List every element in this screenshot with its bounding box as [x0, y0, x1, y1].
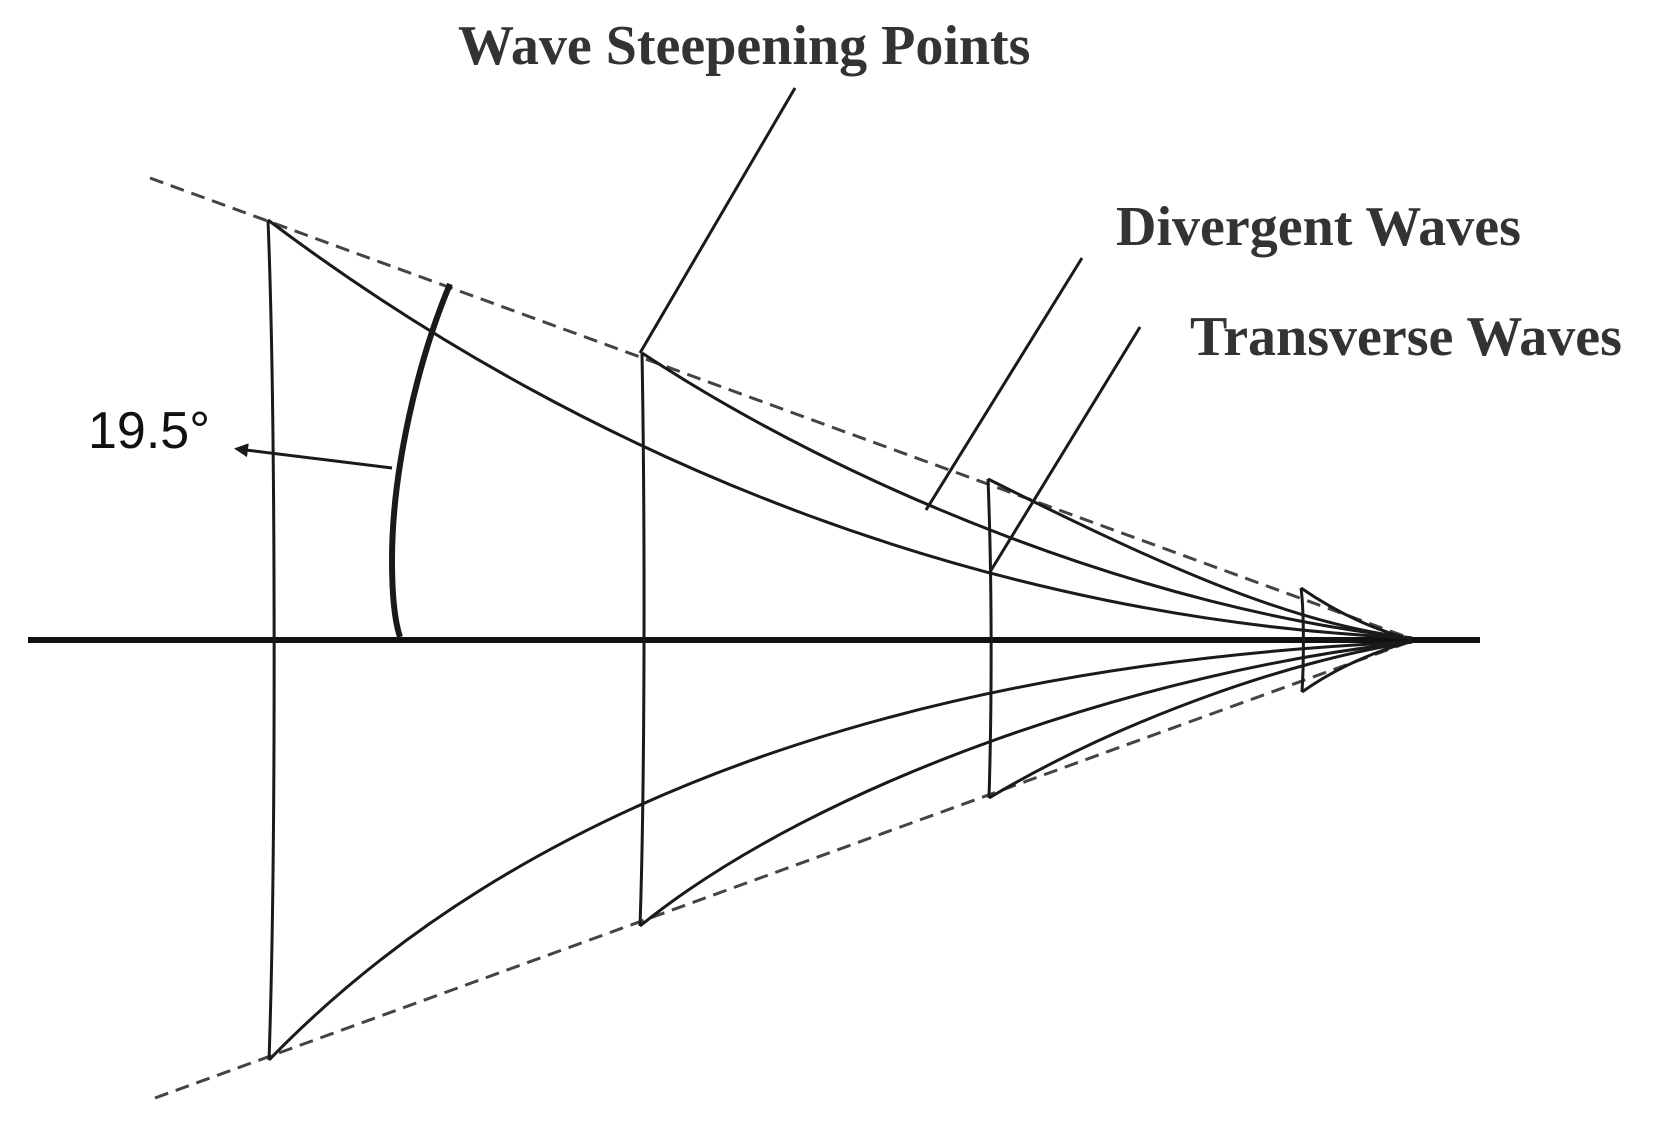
transverse-wave-3 — [986, 478, 993, 799]
divergent-wave-lower-4 — [1301, 639, 1413, 694]
divergent-wave-lower-3 — [988, 640, 1413, 800]
pointer-divergent-waves — [924, 257, 1084, 511]
label-wave-steepening-points: Wave Steepening Points — [458, 15, 1030, 77]
divergent-wave-upper-4 — [1300, 586, 1413, 641]
divergent-wave-lower-2 — [639, 640, 1413, 928]
label-transverse-waves: Transverse Waves — [1190, 306, 1622, 368]
divergent-wave-upper-2 — [641, 351, 1413, 640]
lower-wedge-boundary — [154, 639, 1413, 1100]
angle-indicator-arc — [388, 282, 453, 638]
divergent-wave-upper-1 — [267, 218, 1413, 640]
transverse-wave-4 — [1299, 587, 1305, 693]
label-divergent-waves: Divergent Waves — [1116, 196, 1521, 258]
divergent-wave-upper-3 — [987, 477, 1413, 640]
transverse-wave-1 — [266, 219, 276, 1061]
divergent-wave-lower-1 — [267, 640, 1413, 1062]
angle-arrow — [234, 443, 393, 470]
transverse-wave-2 — [638, 352, 646, 927]
label-angle: 19.5° — [88, 402, 210, 460]
pointer-wave-steepening — [638, 87, 797, 354]
upper-wedge-boundary — [149, 176, 1413, 641]
pointer-transverse-waves — [988, 326, 1142, 573]
